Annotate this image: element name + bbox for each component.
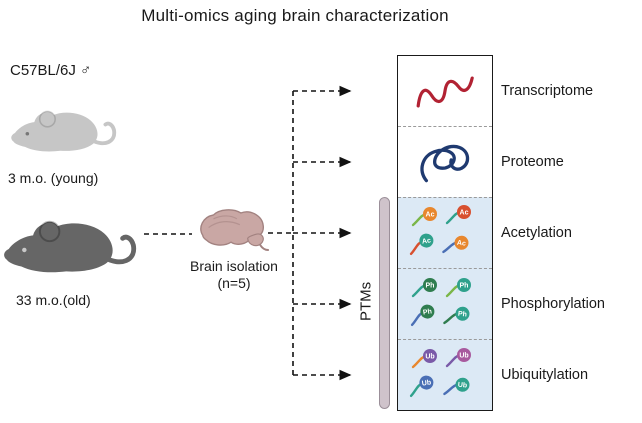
young-mouse-label: 3 m.o. (young): [8, 170, 99, 186]
young-mouse-body: [11, 112, 98, 152]
young-mouse-eye: [25, 131, 30, 136]
ubiquityl-mark: Ub: [411, 349, 437, 369]
old-mouse-ear: [38, 220, 61, 243]
svg-text:Ph: Ph: [458, 311, 468, 319]
acetyl-mark: Ac: [409, 233, 434, 256]
young-mouse-ear: [38, 110, 56, 128]
svg-text:Ph: Ph: [423, 308, 433, 316]
label-proteome: Proteome: [501, 153, 564, 170]
svg-text:Ac: Ac: [422, 237, 432, 245]
svg-text:Ub: Ub: [457, 382, 467, 390]
acetyl-mark: Ac: [411, 207, 437, 227]
phospho-mark: Ph: [410, 304, 435, 327]
figure-title: Multi-omics aging brain characterization: [141, 6, 449, 25]
svg-text:Ac: Ac: [460, 209, 469, 216]
rna-squiggle-icon: [416, 76, 474, 108]
ptms-bracket-bar: [379, 197, 390, 409]
svg-text:Ph: Ph: [460, 282, 469, 289]
brain-gyri: [208, 215, 241, 229]
ubiquityl-mark: Ub: [443, 377, 470, 396]
phospho-mark: Ph: [443, 306, 470, 325]
ubiquityl-marks-icon: Ub Ub Ub Ub: [409, 348, 471, 398]
brain-stem: [259, 244, 270, 251]
phospho-mark: Ph: [445, 278, 471, 298]
row-phosphorylation: Ph Ph Ph Ph: [398, 268, 492, 339]
brain-icon: [200, 209, 270, 251]
strain-label: C57BL/6J ♂: [10, 62, 92, 79]
row-transcriptome: [398, 56, 492, 126]
label-ubiquitylation: Ubiquitylation: [501, 367, 589, 384]
svg-text:Ac: Ac: [426, 211, 435, 218]
svg-text:Ac: Ac: [457, 240, 467, 248]
old-mouse-eye: [22, 247, 27, 253]
protein-tangle-icon: [420, 144, 470, 183]
svg-text:Ub: Ub: [421, 379, 431, 387]
phospho-marks-icon: Ph Ph Ph Ph: [410, 278, 471, 327]
acetyl-mark: Ac: [445, 205, 471, 225]
brain-isolation-line2: (n=5): [217, 275, 251, 291]
row-acetylation: Ac Ac Ac Ac: [398, 197, 492, 268]
label-transcriptome: Transcriptome: [501, 82, 594, 99]
young-mouse-tail: [89, 121, 117, 146]
old-mouse-icon: [4, 220, 137, 273]
old-mouse-label: 33 m.o.(old): [16, 292, 91, 308]
brain-isolation-label: Brain isolation (n=5): [180, 258, 288, 292]
old-mouse-body: [4, 223, 113, 273]
label-acetylation: Acetylation: [501, 225, 572, 241]
svg-text:Ub: Ub: [459, 352, 468, 359]
young-mouse-icon: [11, 110, 117, 152]
row-proteome: [398, 126, 492, 197]
omics-panel: Ac Ac Ac Ac: [397, 55, 493, 411]
ubiquityl-mark: Ub: [445, 348, 471, 368]
old-mouse-tail: [102, 234, 137, 265]
phospho-mark: Ph: [411, 278, 437, 298]
svg-text:Ph: Ph: [426, 282, 435, 289]
brain-cerebellum: [247, 233, 264, 247]
omics-row-labels: Transcriptome Proteome Acetylation Phosp…: [501, 55, 631, 411]
svg-text:Ub: Ub: [425, 353, 434, 360]
row-ubiquitylation: Ub Ub Ub Ub: [398, 339, 492, 410]
acetyl-marks-icon: Ac Ac Ac Ac: [409, 205, 471, 256]
acetyl-mark: Ac: [442, 235, 469, 254]
brain-isolation-line1: Brain isolation: [190, 258, 278, 274]
ptms-label: PTMs: [357, 281, 375, 321]
ubiquityl-mark: Ub: [409, 375, 434, 398]
label-phosphorylation: Phosphorylation: [501, 296, 605, 313]
